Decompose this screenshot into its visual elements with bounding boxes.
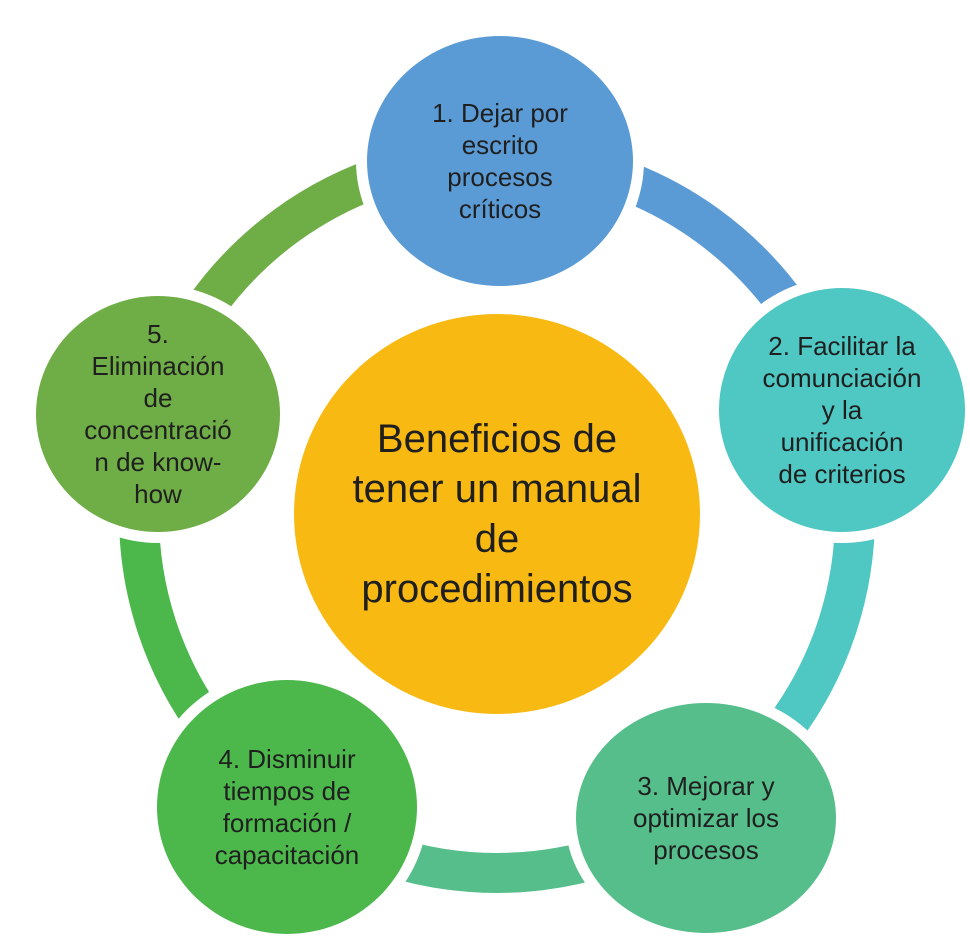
node-circle-2 bbox=[719, 288, 965, 532]
node-circle-1 bbox=[367, 36, 633, 286]
node-circle-3 bbox=[576, 703, 836, 933]
node-circle-4 bbox=[157, 680, 417, 934]
node-circle-5 bbox=[36, 296, 280, 532]
center-circle bbox=[294, 314, 700, 714]
